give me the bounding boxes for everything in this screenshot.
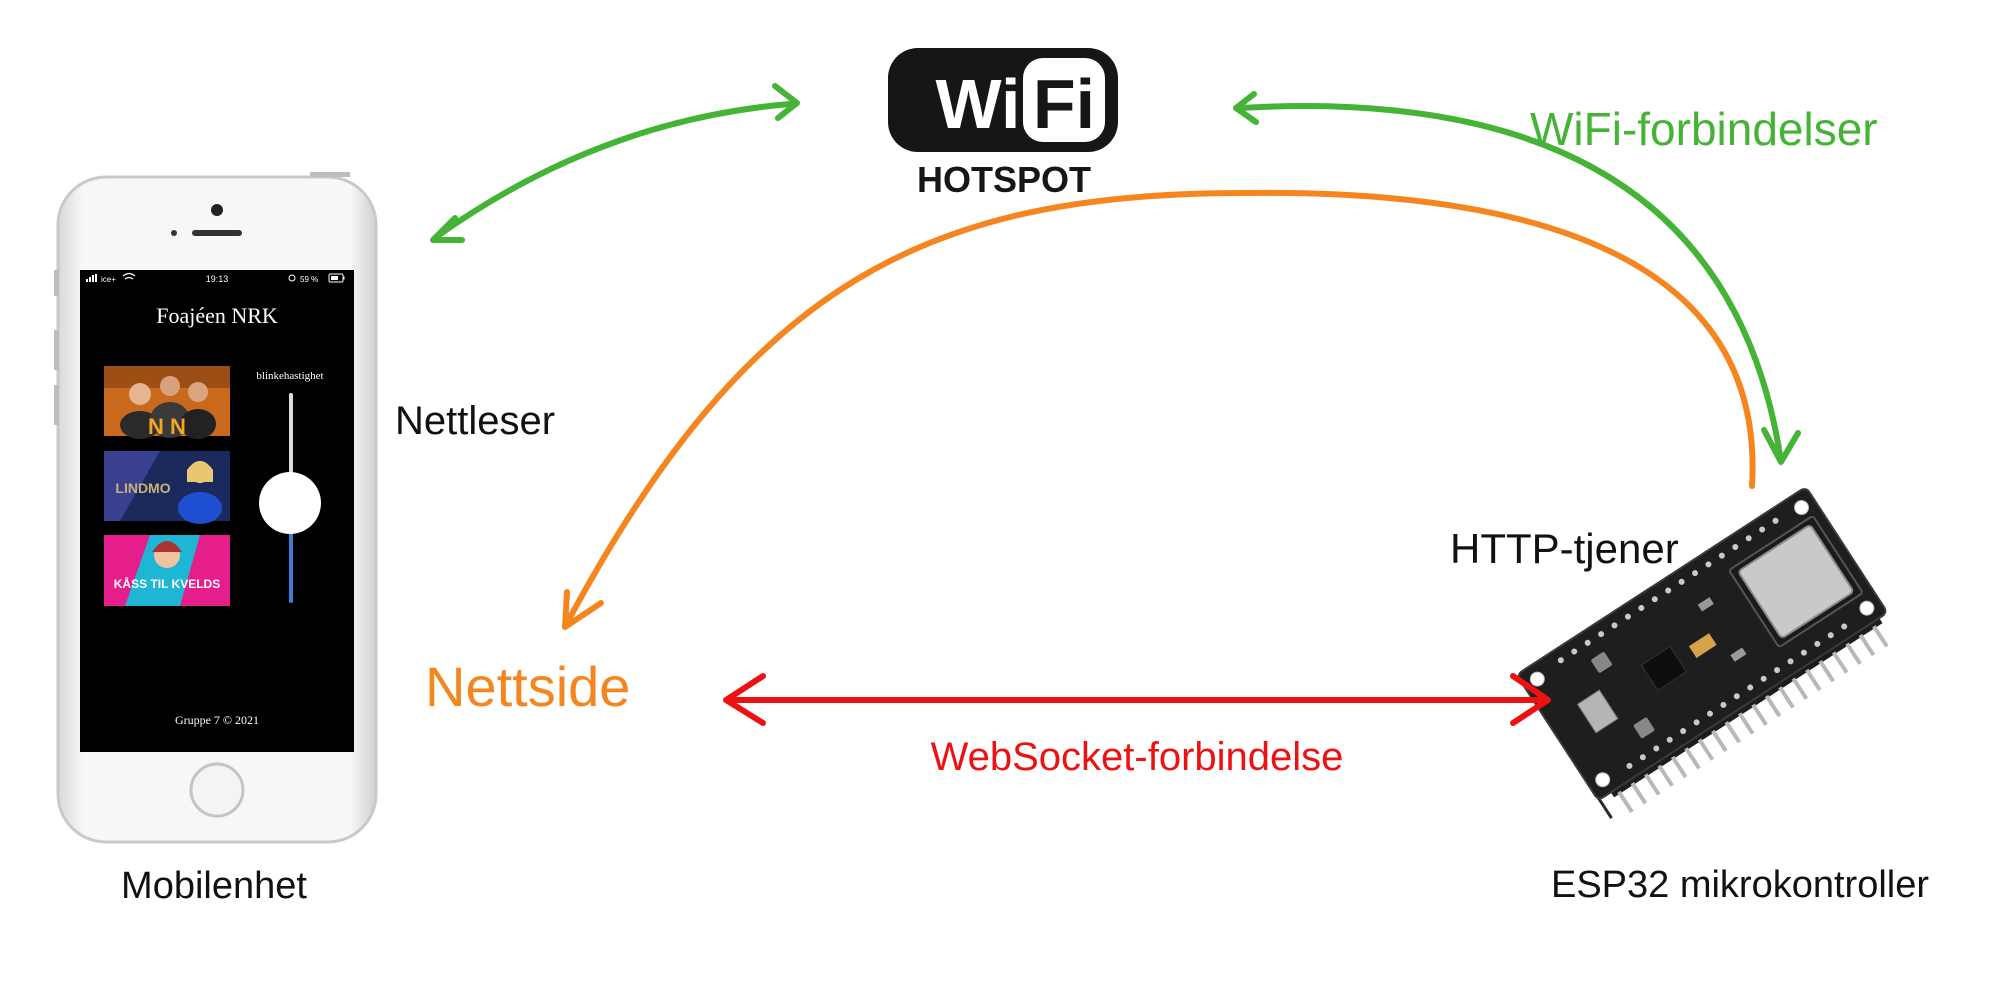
screen-footer: Gruppe 7 © 2021 — [175, 713, 259, 727]
slider-knob[interactable] — [259, 472, 321, 534]
label-esp32: ESP32 mikrokontroller — [1551, 864, 1929, 906]
wifi-arrow-phone — [430, 83, 800, 243]
battery-icon — [328, 273, 345, 283]
thumbnail-nn[interactable]: N N — [104, 366, 230, 439]
wifi-signal-icon — [122, 272, 136, 280]
websocket-arrow — [723, 673, 1551, 726]
earpiece — [192, 230, 242, 236]
screen-title: Foajéen NRK — [156, 303, 278, 328]
thumbnail-lindmo[interactable]: LINDMO — [104, 451, 230, 524]
slider-label: blinkehastighet — [256, 370, 323, 382]
wifi-logo-left: Wi — [936, 65, 1021, 143]
status-bar: ice+ 19:13 59 % — [86, 272, 345, 284]
label-http-server: HTTP-tjener — [1450, 525, 1679, 572]
http-arrow — [562, 189, 1756, 630]
label-browser: Nettleser — [395, 399, 555, 443]
label-wifi-connections: WiFi-forbindelser — [1530, 103, 1878, 155]
label-website: Nettside — [425, 655, 630, 718]
home-button[interactable] — [189, 762, 245, 818]
label-mobile-device: Mobilenhet — [121, 865, 307, 907]
usb-port — [1576, 689, 1619, 734]
front-camera-icon — [211, 204, 223, 216]
signal-icon — [86, 274, 97, 282]
boot-button — [1633, 717, 1655, 739]
usb-chip — [1640, 645, 1688, 691]
phone-screen: ice+ 19:13 59 % Foajéen NRK — [80, 270, 354, 752]
thumbnail-nn-text: N N — [148, 414, 186, 439]
wifi-logo-right: Fi — [1033, 65, 1095, 143]
carrier-text: ice+ — [101, 275, 116, 284]
mobile-device: ice+ 19:13 59 % Foajéen NRK — [54, 172, 378, 844]
module-shield — [1738, 525, 1854, 638]
wifi-hotspot-logo: Wi Fi HOTSPOT — [888, 48, 1118, 200]
battery-percent: 59 % — [300, 275, 318, 284]
wifi-arrow-esp32 — [1233, 91, 1801, 465]
label-websocket-connection: WebSocket-forbindelse — [931, 735, 1344, 779]
wifi-logo-caption: HOTSPOT — [917, 159, 1091, 200]
rotation-lock-icon — [288, 274, 296, 282]
thumbnail-lindmo-text: LINDMO — [115, 480, 170, 496]
speed-slider[interactable] — [259, 393, 321, 603]
esp32-board — [1517, 488, 1889, 819]
thumbnail-kass-text: KÅSS TIL KVELDS — [114, 576, 220, 591]
thumbnail-kass-til-kvelds[interactable]: KÅSS TIL KVELDS — [104, 535, 230, 606]
status-time: 19:13 — [206, 274, 229, 284]
reset-button — [1591, 652, 1612, 673]
